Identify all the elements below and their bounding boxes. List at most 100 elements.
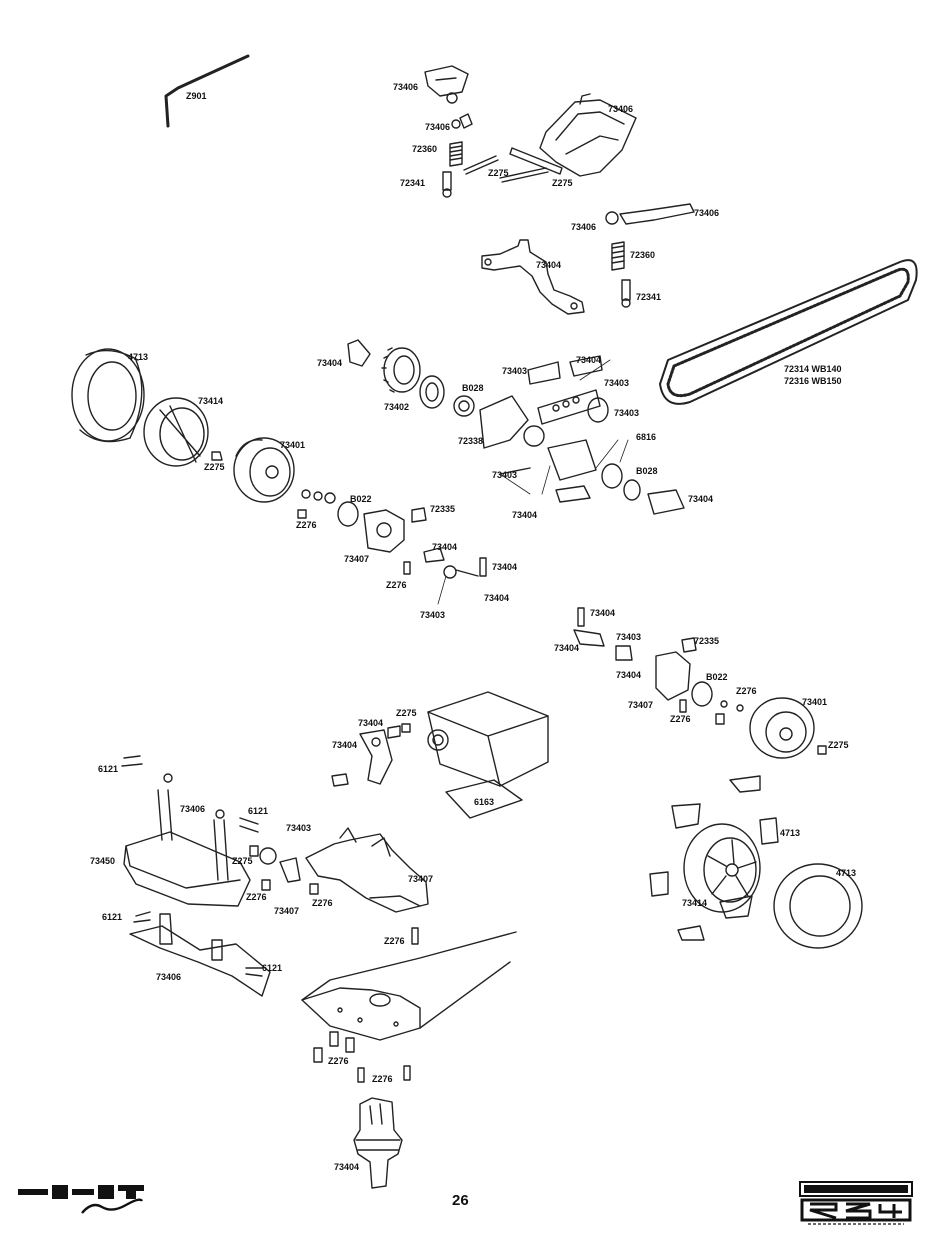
tire-left — [71, 348, 145, 443]
hpi-racing-logo — [18, 1185, 144, 1214]
part-label-73404: 73404 — [536, 260, 562, 270]
part-label-73406: 73406 — [608, 104, 634, 114]
part-label-z276: Z276 — [736, 686, 757, 696]
upper-arm-right — [605, 203, 695, 308]
part-label-73403: 73403 — [616, 632, 642, 642]
part-label-73404: 73404 — [512, 510, 538, 520]
screw-z275-left — [211, 451, 223, 461]
wheel-left — [233, 437, 295, 503]
part-label-6121: 6121 — [248, 806, 269, 816]
part-label-73404: 73404 — [576, 355, 602, 365]
part-label-73403: 73403 — [604, 378, 630, 388]
part-label-b028: B028 — [462, 383, 484, 393]
part-label-4713: 4713 — [780, 828, 801, 838]
part-label-73407: 73407 — [274, 906, 300, 916]
part-label-z276: Z276 — [312, 898, 333, 908]
drive-belt — [659, 259, 918, 405]
part-label-73406: 73406 — [694, 208, 720, 218]
part-label-z901: Z901 — [186, 91, 207, 101]
diff-gear-assembly — [347, 339, 685, 515]
part-label-b028: B028 — [636, 466, 658, 476]
part-label-72360: 72360 — [630, 250, 656, 260]
part-label-b022: B022 — [350, 494, 372, 504]
part-label-73404: 73404 — [688, 494, 714, 504]
part-label-z276: Z276 — [670, 714, 691, 724]
part-label-73406: 73406 — [180, 804, 206, 814]
part-label-73404: 73404 — [554, 643, 580, 653]
part-label-belt-wb150: 72316 WB150 — [784, 376, 842, 386]
part-label-73404: 73404 — [590, 608, 616, 618]
part-label-73403: 73403 — [492, 470, 518, 480]
part-label-z275: Z275 — [396, 708, 417, 718]
part-label-73406: 73406 — [571, 222, 597, 232]
steering-link-arm — [481, 239, 585, 315]
part-label-z276: Z276 — [328, 1056, 349, 1066]
part-label-72341: 72341 — [636, 292, 662, 302]
part-label-73403: 73403 — [614, 408, 640, 418]
part-label-b022: B022 — [706, 672, 728, 682]
part-label-73403: 73403 — [286, 823, 312, 833]
pivot-post — [353, 1097, 403, 1189]
upper-link-assembly — [424, 65, 637, 198]
part-label-73403: 73403 — [502, 366, 528, 376]
part-label-73404: 73404 — [616, 670, 642, 680]
part-label-73406: 73406 — [156, 972, 182, 982]
part-label-73414: 73414 — [682, 898, 708, 908]
part-label-73404: 73404 — [432, 542, 458, 552]
part-label-73401: 73401 — [802, 697, 828, 707]
part-label-6816: 6816 — [636, 432, 657, 442]
wheel-tire-right — [649, 775, 863, 949]
part-label-z276: Z276 — [386, 580, 407, 590]
part-label-z276: Z276 — [246, 892, 267, 902]
part-label-72341: 72341 — [400, 178, 426, 188]
wheel-insert-left — [143, 397, 209, 467]
part-label-73407: 73407 — [628, 700, 654, 710]
part-label-6121: 6121 — [262, 963, 283, 973]
part-label-72335: 72335 — [430, 504, 456, 514]
part-label-73406-top: 73406 — [393, 82, 419, 92]
part-label-73403: 73403 — [420, 610, 446, 620]
page-number: 26 — [452, 1192, 469, 1209]
part-label-72335: 72335 — [694, 636, 720, 646]
part-label-z275: Z275 — [552, 178, 573, 188]
hex-wrench — [164, 54, 250, 128]
part-label-z275: Z275 — [232, 856, 253, 866]
part-label-6121: 6121 — [98, 764, 119, 774]
part-label-73404: 73404 — [358, 718, 384, 728]
part-label-z276: Z276 — [384, 936, 405, 946]
part-label-73404: 73404 — [484, 593, 510, 603]
part-label-z276: Z276 — [372, 1074, 393, 1084]
part-label-73407: 73407 — [408, 874, 434, 884]
steering-servo — [331, 691, 549, 819]
part-label-z275: Z275 — [204, 462, 225, 472]
micro-rs4-logo — [799, 1181, 913, 1225]
part-label-73406: 73406 — [425, 122, 451, 132]
leader-lines — [437, 359, 629, 605]
part-label-73404: 73404 — [317, 358, 343, 368]
part-label-73407: 73407 — [344, 554, 370, 564]
part-label-73401: 73401 — [280, 440, 306, 450]
part-label-6121: 6121 — [102, 912, 123, 922]
part-label-z276: Z276 — [296, 520, 317, 530]
part-label-73414: 73414 — [198, 396, 224, 406]
chassis-plate — [301, 931, 517, 1083]
part-label-73404: 73404 — [332, 740, 358, 750]
front-suspension — [249, 827, 429, 945]
part-label-73402: 73402 — [384, 402, 410, 412]
hub-carrier-right — [573, 607, 827, 759]
part-label-4713: 4713 — [836, 868, 857, 878]
part-label-4713: 4713 — [128, 352, 149, 362]
part-label-z275: Z275 — [828, 740, 849, 750]
part-label-72360: 72360 — [412, 144, 438, 154]
part-label-73450: 73450 — [90, 856, 116, 866]
part-label-72338: 72338 — [458, 436, 484, 446]
part-label-z275: Z275 — [488, 168, 509, 178]
hub-carrier-left — [297, 489, 487, 579]
part-label-73404: 73404 — [334, 1162, 360, 1172]
part-label-belt-wb140: 72314 WB140 — [784, 364, 842, 374]
bumper-assembly — [121, 755, 271, 997]
part-label-73404: 73404 — [492, 562, 518, 572]
part-label-6163: 6163 — [474, 797, 495, 807]
